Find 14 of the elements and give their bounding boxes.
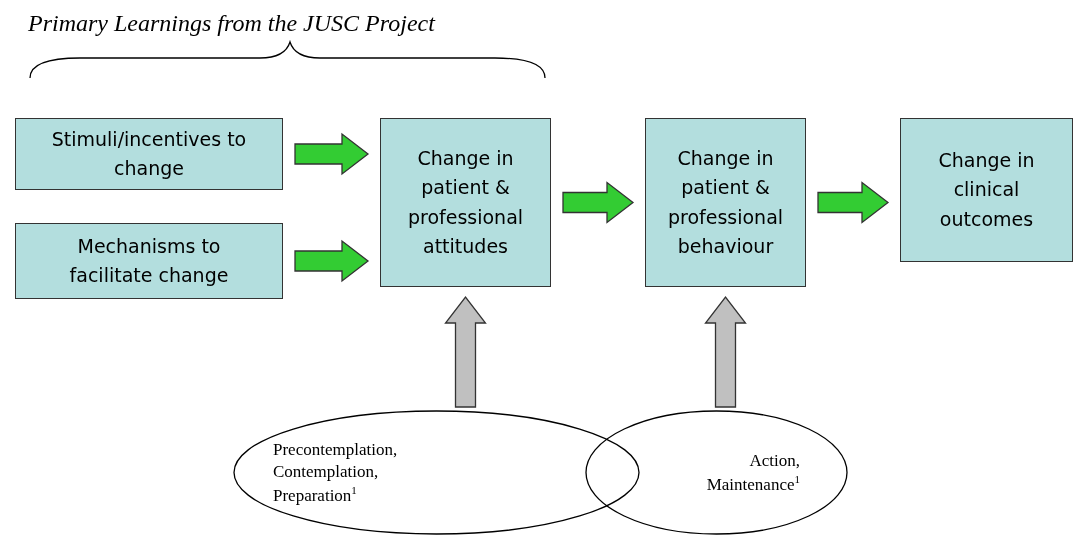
process-box: Change in patient & professional behaviour	[645, 118, 806, 287]
block-arrow	[294, 132, 370, 176]
title: Primary Learnings from the JUSC Project	[28, 10, 435, 37]
process-box: Change in patient & professional attitudes	[380, 118, 551, 287]
block-arrow	[294, 239, 370, 283]
block-arrow	[817, 181, 890, 224]
process-box: Change in clinical outcomes	[900, 118, 1073, 262]
process-box: Stimuli/incentives to change	[15, 118, 283, 190]
stage-label: Action, Maintenance$^{1}$	[705, 449, 800, 496]
process-box: Mechanisms to facilitate change	[15, 223, 283, 299]
block-arrow	[704, 295, 747, 408]
block-arrow	[444, 295, 487, 408]
block-arrow	[562, 181, 635, 224]
stage-label: Precontemplation, Contemplation, Preparation$^{1}$	[273, 438, 399, 507]
